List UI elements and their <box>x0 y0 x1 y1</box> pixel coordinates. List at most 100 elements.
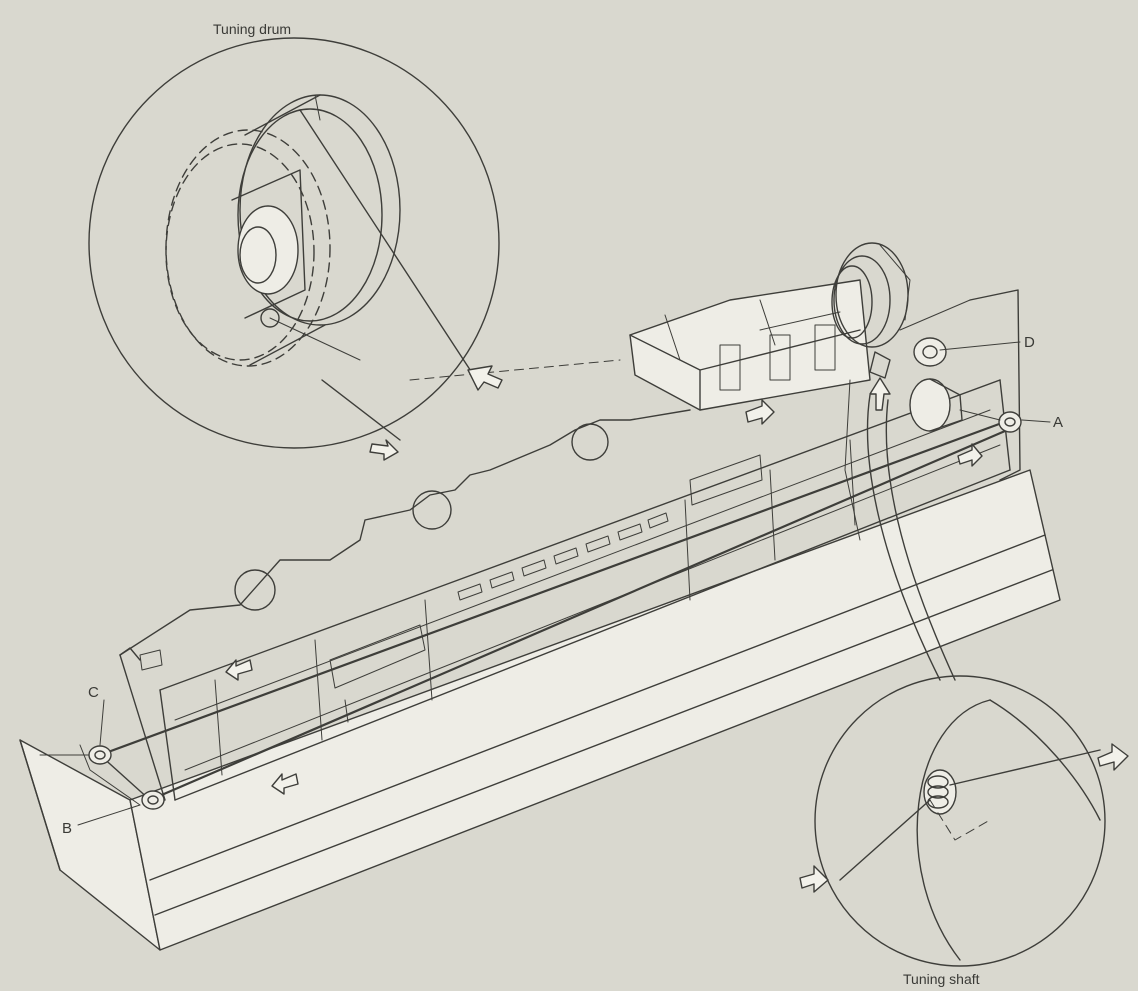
leader-c <box>99 699 105 746</box>
shaft-cord-hidden <box>929 799 991 841</box>
arrow-drum-down <box>369 439 399 461</box>
dial-window-bottom <box>174 469 1011 801</box>
shaft-cord-in <box>839 799 931 881</box>
shaft-leader-right <box>885 399 956 681</box>
cord-lower-run <box>148 426 1014 802</box>
tuner-block-line-2 <box>759 299 776 346</box>
tuning-drum-label: Tuning drum <box>213 21 291 37</box>
drum-spoke-frame <box>231 169 306 319</box>
pulley-mount-left <box>79 744 141 806</box>
tuner-block-line-1 <box>664 314 681 361</box>
drum-hub-inner <box>239 226 277 284</box>
panel-back-edge <box>119 409 691 656</box>
tuner-grille-2 <box>769 334 791 381</box>
shaft-wrap-1 <box>927 775 949 789</box>
tuner-dots <box>759 311 841 331</box>
pulley-d <box>913 337 947 367</box>
pulleys <box>79 337 1022 810</box>
chassis-front-face <box>129 469 1061 951</box>
pulley-b <box>141 790 165 810</box>
shaft-wrap-2 <box>927 785 949 799</box>
slot-7 <box>647 512 669 529</box>
shaft-drum-face <box>916 699 991 961</box>
text-labels: Tuning drum Tuning shaft A B C D <box>62 21 1063 987</box>
callouts <box>77 341 1051 826</box>
pulley-a <box>998 411 1022 433</box>
left-tab <box>139 649 163 671</box>
right-bracket <box>969 289 1021 481</box>
shaft-knob <box>869 351 891 379</box>
shaft-assembly <box>869 351 1001 432</box>
drum-cord-out-bottom <box>321 379 401 441</box>
inset-drum-circle <box>88 37 500 449</box>
small-drum-mid <box>833 255 891 345</box>
arrow-shaft-leader <box>869 377 891 411</box>
leader-a <box>1021 419 1051 423</box>
shaft-drum-top <box>989 699 1101 821</box>
divider-1 <box>214 679 223 776</box>
divider-4 <box>684 499 691 601</box>
drum-rim-back-2 <box>165 143 315 361</box>
small-drum-cord <box>879 244 911 321</box>
arrow-panel-top <box>745 399 775 425</box>
drum-cord-anchor <box>260 308 280 328</box>
slot-4 <box>553 547 579 565</box>
label-d: D <box>1024 334 1035 351</box>
divider-5 <box>769 469 776 561</box>
chassis-bottom-line <box>154 569 1053 916</box>
panel-window-left <box>329 624 426 689</box>
pulley-d-hub <box>922 345 938 359</box>
direction-arrows <box>225 365 1129 893</box>
label-a: A <box>1053 414 1063 431</box>
pulley-c-hub <box>94 750 106 760</box>
chassis-left-edge <box>19 739 61 871</box>
right-bracket-top <box>899 299 971 331</box>
pulley-c <box>88 745 112 765</box>
drum-cord-tab <box>314 94 321 121</box>
leader-d <box>939 341 1021 351</box>
shaft-cord-out <box>949 749 1101 786</box>
dial-window-top <box>159 379 1001 691</box>
panel-left-edge <box>119 654 166 801</box>
cord-upper-run <box>98 418 1012 757</box>
slot-5 <box>585 535 611 553</box>
drum-edge-bottom <box>249 324 326 366</box>
leader-b <box>77 804 141 826</box>
shaft-leader-left <box>866 394 941 681</box>
pulley-b-hub <box>147 795 159 805</box>
label-c: C <box>88 684 99 701</box>
arrow-cord-left <box>271 773 299 795</box>
dial-cord <box>39 418 1014 802</box>
cord-pointer <box>344 699 349 723</box>
panel-hole-1 <box>234 569 276 611</box>
shaft-capacitor-side <box>929 378 963 432</box>
arrow-panel-left <box>225 659 253 681</box>
chassis-face-line <box>149 534 1046 881</box>
arrow-panel-right <box>957 443 983 467</box>
shaft-rod <box>959 409 1001 421</box>
panel-hole-3 <box>571 423 609 461</box>
shaft-callout-line <box>844 379 861 541</box>
slot-2 <box>489 571 515 589</box>
panel-hole-2 <box>412 490 452 530</box>
arrow-shaft-out <box>1097 743 1129 771</box>
slot-3 <box>521 559 547 577</box>
left-bracket <box>119 647 141 661</box>
dial-inner-bottom <box>184 444 1001 771</box>
arrow-drum-up <box>467 365 503 391</box>
small-drum-inner <box>831 265 873 339</box>
tuner-block <box>629 279 871 411</box>
arrow-shaft-in <box>799 865 829 893</box>
divider-2 <box>314 639 323 741</box>
slot-1 <box>457 583 483 601</box>
dial-window-left <box>159 689 176 801</box>
drum-rim-front-2 <box>237 108 383 322</box>
panel-window-right <box>689 454 763 506</box>
drum-hub <box>237 205 299 295</box>
chassis <box>19 289 1061 951</box>
drum-cord-out-top <box>299 109 481 386</box>
dial-inner-top <box>174 409 991 721</box>
cord-left-turn <box>99 754 151 801</box>
